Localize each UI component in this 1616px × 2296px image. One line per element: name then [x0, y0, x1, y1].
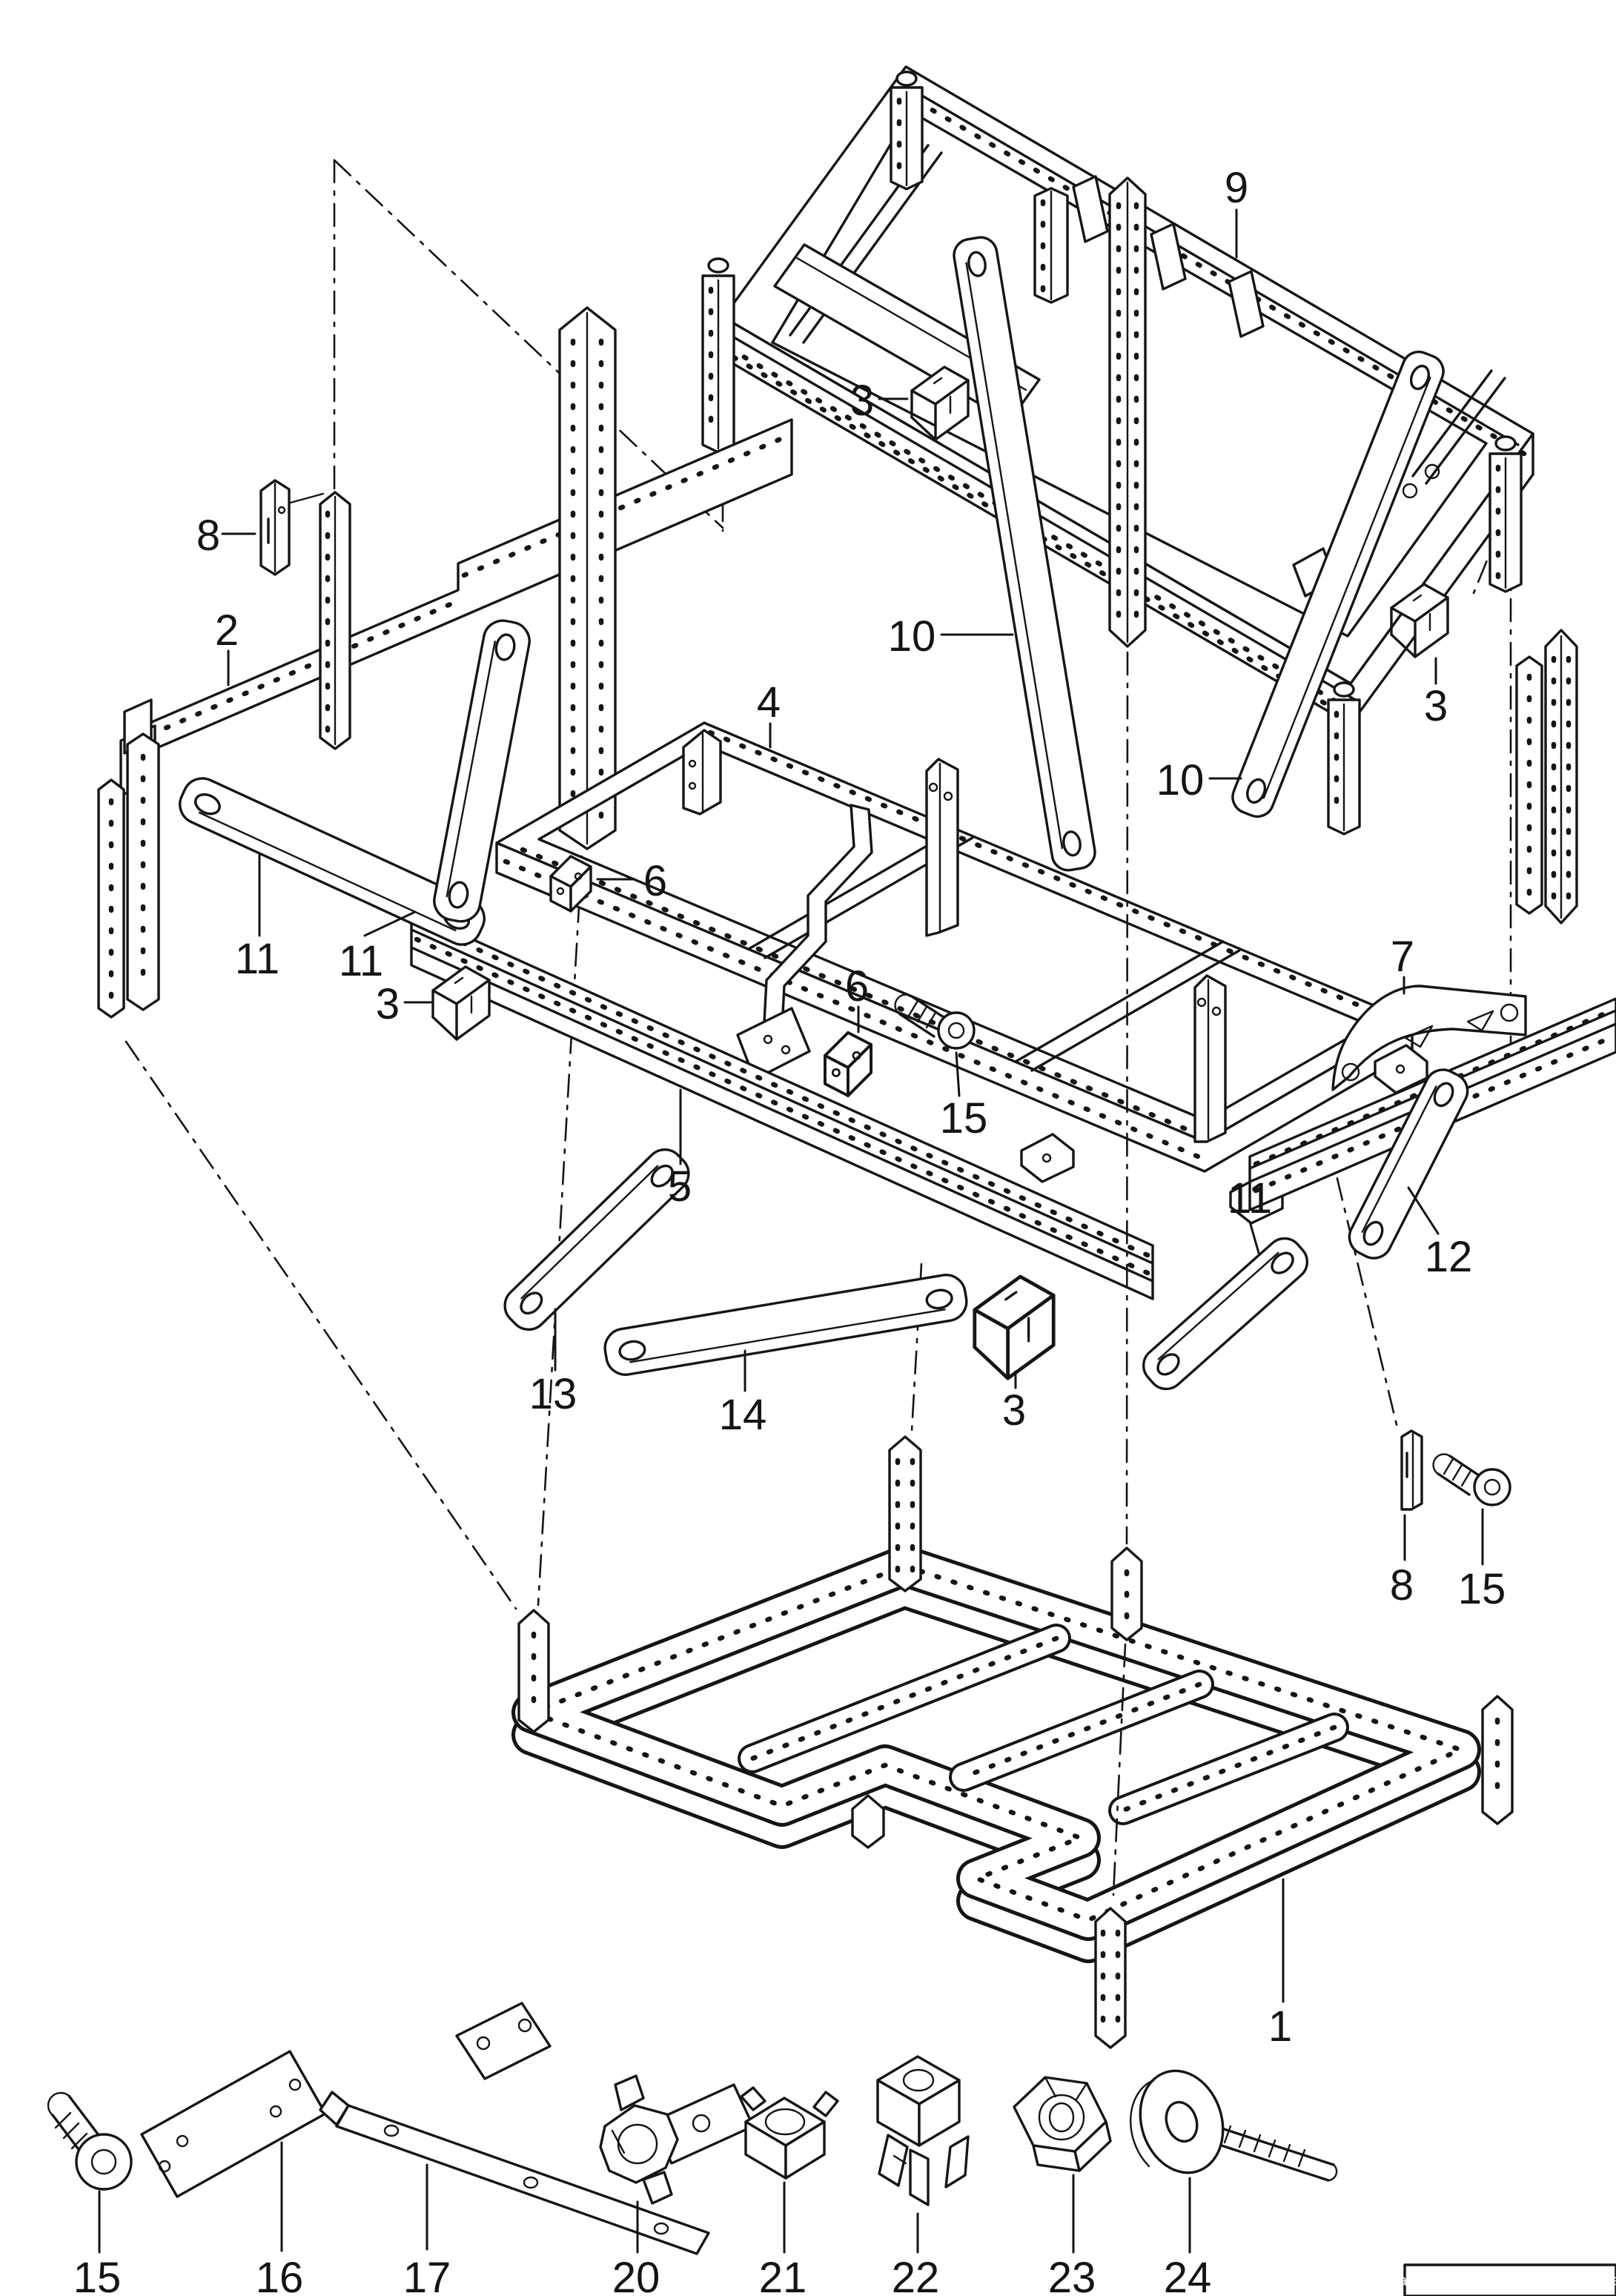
callout-label-3d: 3 [1002, 1386, 1026, 1435]
callout-label-23: 23 [1048, 2254, 1096, 2296]
strap-14 [603, 1274, 968, 1376]
part-17-bracket [319, 2002, 755, 2255]
part-24-washer-screw [1129, 2069, 1338, 2182]
part-15-screw-mid [894, 993, 976, 1050]
part-6-bracket-mid [823, 1030, 873, 1097]
strap-11-left1 [179, 777, 486, 946]
watermark-text: Diagrams provided by catalogs parts [1384, 2272, 1616, 2289]
callout-label-15c: 15 [73, 2254, 122, 2296]
callout-label-10a: 10 [888, 612, 936, 661]
callout-label-6a: 6 [643, 857, 667, 905]
frame9-corner-posts [701, 70, 1523, 836]
strap-13 [503, 1148, 690, 1331]
bottom-frame-cross-rails [738, 1624, 1349, 1825]
callout-label-4: 4 [757, 678, 781, 727]
callout-label-20: 20 [612, 2254, 660, 2296]
watermark-box [1403, 2263, 1616, 2296]
callout-label-16: 16 [256, 2254, 304, 2296]
callout-label-24: 24 [1164, 2254, 1212, 2296]
callout-label-6b: 6 [845, 962, 869, 1010]
strap-10-left [953, 236, 1096, 872]
right-lower-posts [1515, 629, 1578, 924]
bottom-frame-posts [517, 1435, 1514, 2049]
callout-label-11c: 11 [1228, 1174, 1272, 1223]
callout-leader-11c [1248, 1220, 1260, 1254]
callout-label-21: 21 [759, 2254, 807, 2296]
callout-leader-15a [955, 1051, 961, 1097]
watermark: Diagrams provided by catalogs parts [1384, 2263, 1616, 2296]
callout-label-3a: 3 [850, 377, 874, 425]
part-21-cage-nut [740, 2086, 839, 2180]
part-16-plate [140, 2050, 327, 2198]
callout-leader-11b [363, 910, 417, 937]
callout-label-7: 7 [1391, 933, 1414, 981]
part-22-cage-nut-assembly [876, 2055, 970, 2206]
callout-label-12: 12 [1425, 1233, 1473, 1281]
strap-11-right [1142, 1237, 1309, 1391]
part-20-clip [599, 2074, 679, 2205]
part-8-bracket-left [259, 479, 325, 576]
callout-label-9: 9 [1225, 164, 1248, 212]
callout-label-1: 1 [1268, 2002, 1292, 2051]
callout-label-15b: 15 [1458, 1565, 1506, 1613]
callout-label-17: 17 [403, 2254, 451, 2296]
callout-label-10b: 10 [1156, 756, 1205, 804]
callout-label-3c: 3 [1424, 682, 1448, 730]
part-1-bottom-frame [511, 1435, 1514, 2049]
callout-label-14: 14 [719, 1391, 767, 1439]
callout-label-22: 22 [892, 2254, 940, 2296]
right-tall-post [1108, 176, 1147, 648]
strap-11-left2 [433, 619, 531, 923]
strap-12 [1348, 1068, 1469, 1260]
callout-label-3b: 3 [376, 980, 400, 1028]
part-3-bracket-lower [975, 1277, 1053, 1378]
part-15-screw-right [1432, 1453, 1511, 1506]
callout-label-11b: 11 [339, 937, 383, 985]
callout-leader-12 [1407, 1186, 1440, 1235]
callout-label-8a: 8 [196, 512, 220, 560]
callout-label-11a: 11 [235, 935, 279, 983]
strap-10-right [1231, 350, 1445, 818]
callout-label-15a: 15 [940, 1094, 988, 1142]
projection-lines [1112, 651, 1129, 1896]
part-5-rail [410, 910, 1154, 1300]
part-23-hex-nut [1013, 2076, 1112, 2172]
part-8-clip-right [1400, 1429, 1423, 1511]
callout-label-8b: 8 [1390, 1561, 1414, 1609]
callout-label-2: 2 [215, 606, 239, 655]
part-15-screw-bottom [47, 2091, 133, 2191]
callout-label-5: 5 [668, 1162, 692, 1211]
callout-label-13: 13 [529, 1370, 577, 1418]
left-posts [97, 306, 617, 1019]
